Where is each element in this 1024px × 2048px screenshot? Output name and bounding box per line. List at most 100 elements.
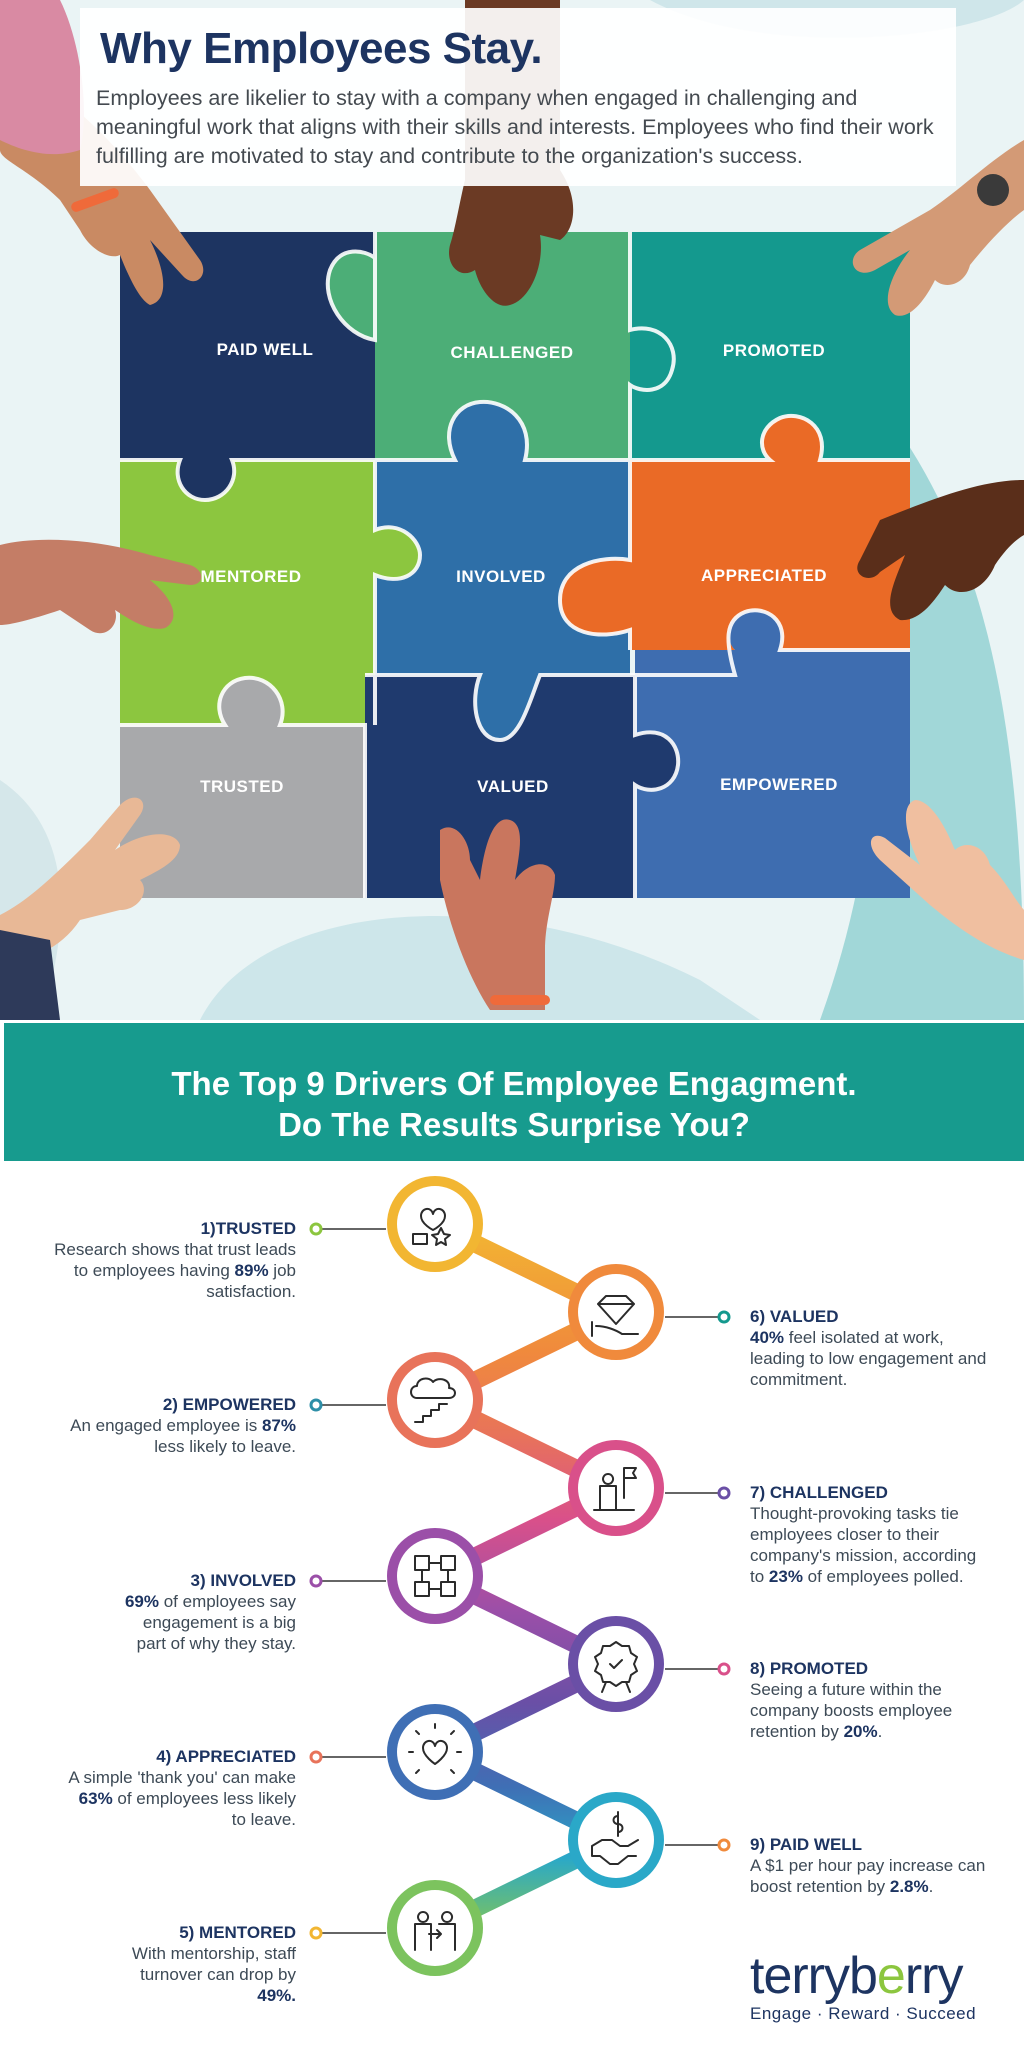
driver-valued: 6) VALUED 40% feel isolated at work, lea… xyxy=(750,1306,990,1390)
driver-trusted: 1)TRUSTED Research shows that trust lead… xyxy=(40,1218,296,1302)
driver-heading: 1)TRUSTED xyxy=(200,1219,296,1238)
mentor-people-icon xyxy=(414,1911,456,1951)
piece-label-challenged: CHALLENGED xyxy=(450,343,574,362)
person-flag-icon xyxy=(593,1467,637,1511)
piece-mentored xyxy=(120,460,420,725)
hand-right-middle xyxy=(857,480,1024,621)
driver-stat: 20% xyxy=(843,1722,878,1741)
logo-word-e: e xyxy=(876,1947,906,2005)
piece-challenged xyxy=(327,232,674,460)
glowing-heart-icon xyxy=(408,1723,462,1774)
piece-label-valued: VALUED xyxy=(477,777,549,796)
driver-involved: 3) INVOLVED 69% of employees say engagem… xyxy=(110,1570,296,1654)
driver-appreciated: 4) APPRECIATED A simple 'thank you' can … xyxy=(60,1746,296,1830)
handshake-dollar-icon xyxy=(591,1811,639,1865)
piece-trusted xyxy=(120,677,365,898)
hero-section: Why Employees Stay. Employees are likeli… xyxy=(0,0,1024,1020)
node-face xyxy=(397,1362,473,1438)
driver-text-pre: An engaged employee is xyxy=(70,1416,262,1435)
hand-bottom-right xyxy=(870,800,1024,960)
piece-label-involved: INVOLVED xyxy=(456,567,546,586)
driver-stat: 40% xyxy=(750,1328,785,1347)
driver-heading: 7) CHALLENGED xyxy=(750,1483,888,1502)
bracelet-bottom xyxy=(490,995,550,1005)
piece-label-appreciated: APPRECIATED xyxy=(700,566,828,585)
driver-text-pre: Research shows that trust leads to emplo… xyxy=(54,1240,296,1280)
node-face xyxy=(397,1538,473,1614)
sleeve-bottom-left xyxy=(0,930,60,1020)
driver-paid-well: 9) PAID WELL A $1 per hour pay increase … xyxy=(750,1834,1000,1897)
piece-involved xyxy=(375,401,630,740)
driver-text-pre: Thought-provoking tasks tie employees cl… xyxy=(750,1504,977,1586)
banner-title-line2: Do The Results Surprise You? xyxy=(278,1106,750,1143)
title-panel xyxy=(80,8,956,186)
hand-bottom-left xyxy=(0,797,180,965)
driver-stat: 23% xyxy=(768,1567,803,1586)
heart-star-hand-icon xyxy=(412,1208,451,1246)
driver-heading: 4) APPRECIATED xyxy=(156,1747,296,1766)
piece-paid-well xyxy=(120,232,375,500)
driver-stat: 49%. xyxy=(257,1986,296,2005)
award-badge-icon xyxy=(594,1641,638,1693)
timeline-node-3 xyxy=(387,1352,483,1448)
node-face xyxy=(397,1186,473,1262)
driver-stat: 89% xyxy=(234,1261,269,1280)
timeline-node-2 xyxy=(568,1264,664,1360)
driver-text-post: . xyxy=(928,1877,934,1896)
logo-wordmark: terryberry xyxy=(750,1948,1000,2004)
driver-heading: 9) PAID WELL xyxy=(750,1835,863,1854)
timeline-node-1 xyxy=(387,1176,483,1272)
driver-mentored: 5) MENTORED With mentorship, staff turno… xyxy=(120,1922,296,2006)
driver-text-post: job satisfaction. xyxy=(206,1261,296,1301)
timeline-node-6 xyxy=(568,1616,664,1712)
timeline-node-5 xyxy=(387,1528,483,1624)
piece-empowered xyxy=(635,610,910,898)
driver-heading: 5) MENTORED xyxy=(179,1923,296,1942)
piece-label-promoted: PROMOTED xyxy=(722,341,826,360)
timeline-node-9 xyxy=(387,1880,483,1976)
driver-challenged: 7) CHALLENGED Thought-provoking tasks ti… xyxy=(750,1482,990,1587)
piece-label-empowered: EMPOWERED xyxy=(720,775,838,794)
driver-text-pre: A $1 per hour pay increase can boost ret… xyxy=(750,1856,986,1896)
hand-bottom-center xyxy=(440,819,555,1010)
driver-empowered: 2) EMPOWERED An engaged employee is 87% … xyxy=(60,1394,296,1457)
driver-text-post: of employees polled. xyxy=(802,1567,964,1586)
driver-text-post: of employees say engagement is a big par… xyxy=(136,1592,296,1653)
terryberry-logo: terryberry Engage · Reward · Succeed xyxy=(750,1948,1000,2024)
logo-word-start: terryb xyxy=(750,1947,878,2005)
driver-text-post: feel isolated at work, leading to low en… xyxy=(750,1328,987,1389)
driver-promoted: 8) PROMOTED Seeing a future within the c… xyxy=(750,1658,990,1742)
driver-text-pre: Seeing a future within the company boost… xyxy=(750,1680,953,1741)
driver-stat: 69% xyxy=(124,1592,159,1611)
driver-heading: 3) INVOLVED xyxy=(190,1571,296,1590)
piece-label-trusted: TRUSTED xyxy=(200,777,284,796)
intro-paragraph: Employees are likelier to stay with a co… xyxy=(96,86,934,168)
piece-label-paid-well: PAID WELL xyxy=(216,340,314,359)
node-face xyxy=(578,1626,654,1702)
bracelet-orange xyxy=(71,188,119,212)
driver-heading: 8) PROMOTED xyxy=(750,1659,869,1678)
driver-text-post: less likely to leave. xyxy=(154,1437,296,1456)
timeline-node-7 xyxy=(387,1704,483,1800)
hand-left-middle xyxy=(0,539,202,634)
logo-tagline: Engage · Reward · Succeed xyxy=(750,2004,977,2023)
piece-appreciated xyxy=(560,415,910,650)
logo-word-end: rry xyxy=(904,1947,964,2005)
driver-text-post: . xyxy=(877,1722,883,1741)
node-face xyxy=(397,1714,473,1790)
piece-promoted xyxy=(630,232,910,460)
team-hands-icon xyxy=(414,1555,456,1597)
banner-title-line1: The Top 9 Drivers Of Employee Engagment. xyxy=(171,1065,857,1102)
node-face xyxy=(397,1890,473,1966)
driver-text-pre: A simple 'thank you' can make xyxy=(68,1768,296,1787)
hand-top-right xyxy=(852,140,1024,316)
sleeve-top-left xyxy=(0,0,84,155)
driver-stat: 2.8% xyxy=(889,1877,929,1896)
driver-text-pre: With mentorship, staff turnover can drop… xyxy=(131,1944,296,1984)
timeline-node-8 xyxy=(568,1792,664,1888)
piece-label-mentored: MENTORED xyxy=(200,567,302,586)
drivers-timeline xyxy=(309,1176,731,1976)
driver-text-post: of employees less likely to leave. xyxy=(112,1789,296,1829)
timeline-node-4 xyxy=(568,1440,664,1536)
driver-heading: 6) VALUED xyxy=(750,1307,839,1326)
